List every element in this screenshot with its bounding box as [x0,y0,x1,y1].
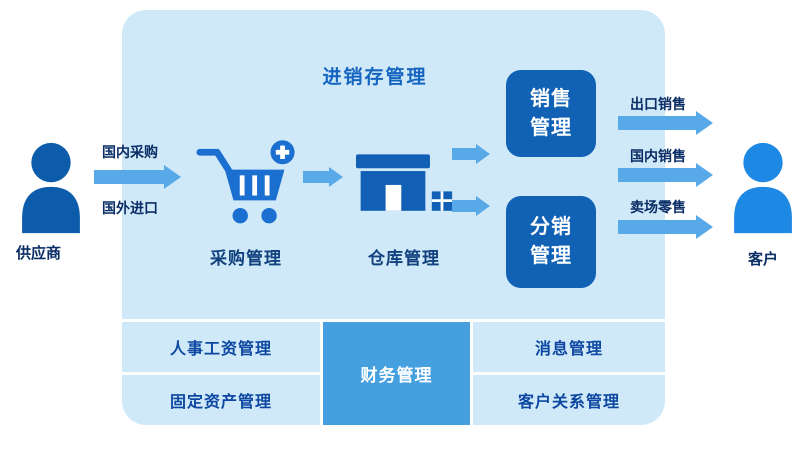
right-flow-label-domestic: 国内销售 [630,148,686,164]
diagram-title: 进销存管理 [322,67,428,88]
left-flow-bottom-label: 国外进口 [102,200,158,216]
warehouse-store-icon [356,150,454,223]
bottom-modules-grid: 人事工资管理 固定资产管理 财务管理 消息管理 客户关系管理 [122,319,665,425]
supplier-label: 供应商 [16,245,62,262]
module-crm: 客户关系管理 [473,375,665,425]
module-hr-payroll: 人事工资管理 [122,322,320,372]
customer-person-icon [726,140,800,241]
domestic-sales-arrow [618,168,696,182]
retail-sales-arrow [618,220,696,234]
left-flow-top-label: 国内采购 [102,144,158,160]
right-flow-label-retail: 卖场零售 [630,199,686,215]
purchase-to-warehouse-arrow [303,171,329,183]
distribution-module-label: 分销管理 [530,216,572,267]
module-finance: 财务管理 [323,322,470,425]
purchase-module-label: 采购管理 [210,249,282,268]
supplier-person-icon [14,140,88,241]
warehouse-to-sales-arrow [452,148,476,160]
distribution-module-box: 分销管理 [506,196,596,288]
shopping-cart-plus-icon [196,136,298,237]
warehouse-to-distribution-arrow [452,200,476,212]
right-flow-label-export: 出口销售 [630,96,686,112]
module-message: 消息管理 [473,322,665,372]
module-fixed-assets: 固定资产管理 [122,375,320,425]
sales-module-box: 销售管理 [506,70,596,157]
export-sales-arrow [618,116,696,130]
sales-module-label: 销售管理 [530,87,572,139]
supplier-to-purchase-arrow [94,170,164,184]
customer-label: 客户 [747,251,778,268]
warehouse-module-label: 仓库管理 [368,249,440,268]
